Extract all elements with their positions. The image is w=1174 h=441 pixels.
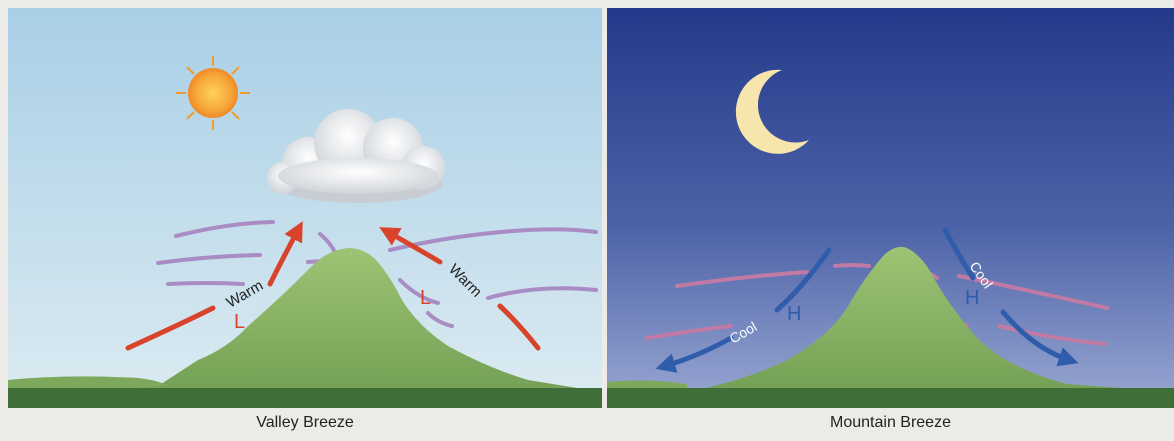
low-pressure-label-right: L — [420, 287, 431, 309]
ground — [8, 388, 602, 408]
mountain — [607, 246, 1174, 408]
cloud-icon — [267, 109, 445, 203]
warm-arrow-left — [267, 221, 303, 287]
valley-breeze-panel: Warm Warm L L — [8, 8, 602, 408]
low-pressure-label-left: L — [234, 311, 245, 333]
high-pressure-label-left: H — [787, 303, 801, 325]
sun-icon — [176, 56, 250, 130]
mountain-breeze-panel: Cool Cool H H — [607, 8, 1174, 408]
moon-icon — [735, 69, 809, 154]
valley-breeze-caption: Valley Breeze — [256, 414, 354, 431]
mountain-breeze-diagram: Cool Cool H H — [607, 8, 1174, 408]
cool-arrow-left — [655, 335, 734, 373]
valley-breeze-diagram: Warm Warm L L — [8, 8, 602, 408]
mountain-breeze-caption: Mountain Breeze — [830, 414, 951, 431]
mountain — [8, 248, 602, 408]
isobar-lines — [645, 263, 1109, 346]
warm-arrow-right — [379, 227, 443, 265]
high-pressure-label-right: H — [965, 287, 979, 309]
ground — [607, 388, 1174, 408]
cool-arrow-right — [1000, 309, 1079, 367]
